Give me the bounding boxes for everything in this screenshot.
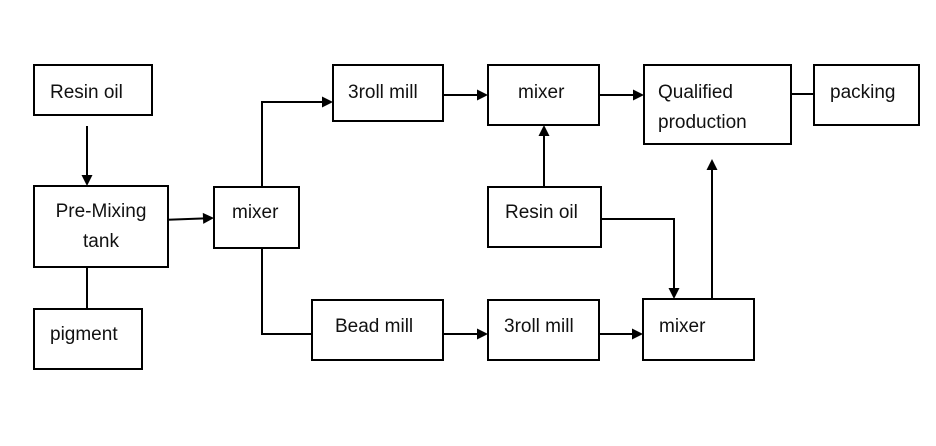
arrowhead-icon [668,288,680,299]
node-label: Bead mill [335,316,413,337]
arrowhead-icon [632,328,643,340]
node-box [643,64,792,145]
node-label: production [658,112,747,133]
node-box [813,64,920,126]
node-label: mixer [232,202,279,223]
connector-line [599,218,675,290]
node-box [487,64,600,126]
edge-resin-oil-2-to-mixer-3 [599,218,680,299]
edge-three-roll-mill-1-to-mixer-2 [443,89,488,101]
node-packing: packing [813,64,920,126]
node-box [487,299,600,361]
node-box [33,185,169,268]
arrowhead-icon [477,328,488,340]
node-label: mixer [518,82,565,103]
node-box [33,308,143,370]
node-label: mixer [659,316,706,337]
connector-line [261,101,324,187]
node-qualified-production: Qualified production [643,64,792,145]
arrowhead-icon [477,89,488,101]
edge-mixer-3-to-qualified-production [706,159,718,299]
node-label: Pre-Mixing [56,201,147,222]
node-mixer-2: mixer [487,64,600,126]
arrowhead-icon [322,96,333,108]
node-pigment: pigment [33,308,143,370]
connector-line [261,248,323,335]
node-label: Qualified [658,82,733,103]
node-box [332,64,444,122]
node-mixer-3: mixer [642,298,755,361]
arrowhead-icon [633,89,644,101]
node-box [642,298,755,361]
arrowhead-icon [538,125,550,136]
edge-mixer-1-to-three-roll-mill-1 [261,96,333,187]
edge-mixer-2-to-qualified-production [599,89,644,101]
node-three-roll-mill-2: 3roll mill [487,299,600,361]
arrowhead-icon [202,212,214,224]
arrowhead-icon [81,175,93,186]
node-box [33,64,153,116]
node-label: Resin oil [50,82,123,103]
node-box [213,186,300,249]
node-resin-oil-1: Resin oil [33,64,153,116]
node-bead-mill: Bead mill [311,299,444,361]
node-box [487,186,602,248]
node-label: pigment [50,324,118,345]
edge-resin-oil-2-to-mixer-2 [538,125,550,187]
edge-bead-mill-to-three-roll-mill-2 [443,328,488,340]
arrowhead-icon [706,159,718,170]
node-mixer-1: mixer [213,186,300,249]
node-pre-mixing-tank: Pre-Mixing tank [33,185,169,268]
node-three-roll-mill-1: 3roll mill [332,64,444,122]
node-resin-oil-2: Resin oil [487,186,602,248]
node-label: 3roll mill [504,316,574,337]
node-label: tank [83,231,119,252]
node-label: 3roll mill [348,82,418,103]
edge-three-roll-mill-2-to-mixer-3 [599,328,643,340]
node-label: packing [830,82,896,103]
edge-resin-oil-1-to-pre-mixing-tank [81,126,93,186]
node-box [311,299,444,361]
node-label: Resin oil [505,202,578,223]
